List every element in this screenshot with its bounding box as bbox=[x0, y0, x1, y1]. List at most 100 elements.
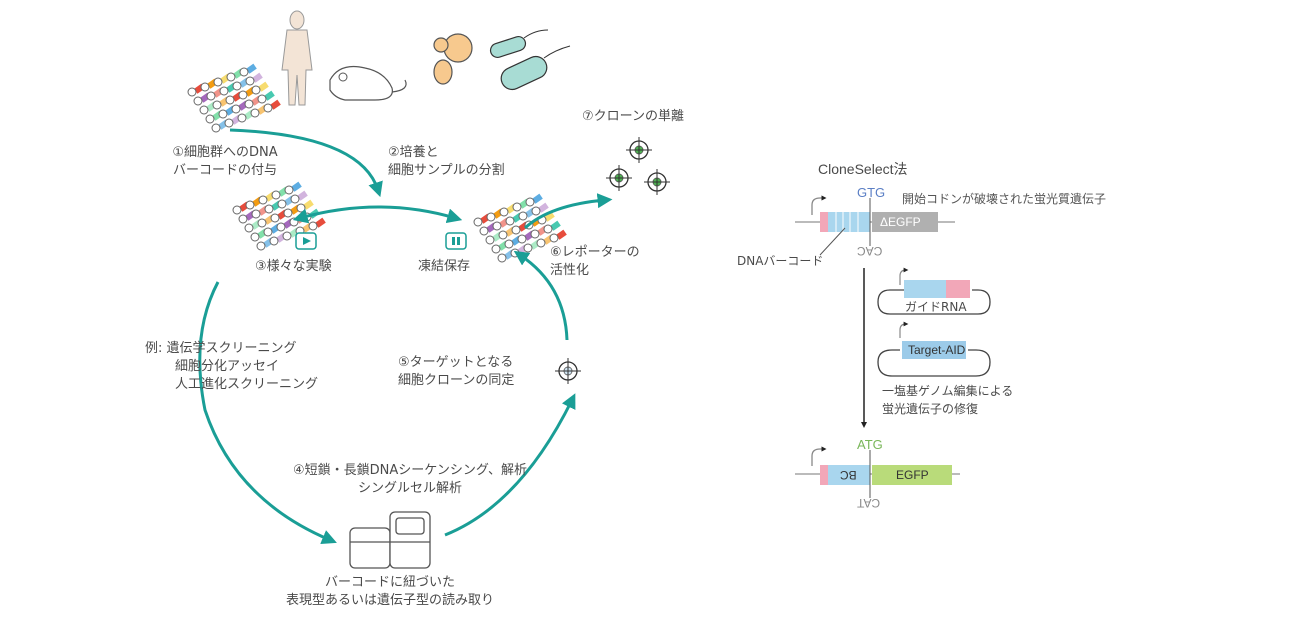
cell bbox=[543, 224, 553, 234]
cell bbox=[226, 72, 236, 82]
step4-label: ④短鎖・長鎖DNAシーケンシング、解析 シングルセル解析 bbox=[250, 462, 570, 498]
barcode-mark bbox=[556, 229, 567, 240]
pause-icon bbox=[445, 232, 467, 250]
cell bbox=[205, 114, 215, 124]
step6-label: ⑥レポーターの 活性化 bbox=[550, 244, 640, 280]
readout-line2: 表現型あるいは遺伝子型の読み取り bbox=[285, 593, 494, 608]
cell bbox=[284, 185, 294, 195]
cell bbox=[231, 104, 241, 114]
barcode-mark bbox=[303, 199, 314, 210]
barcode-mark bbox=[544, 211, 555, 222]
cell bbox=[213, 77, 223, 87]
cell bbox=[517, 234, 527, 244]
barcode-mark bbox=[538, 202, 549, 213]
guide-rna-plasmid bbox=[877, 267, 991, 315]
cell bbox=[219, 86, 229, 96]
barcode-mark bbox=[532, 193, 543, 204]
cell bbox=[518, 211, 528, 221]
cell bbox=[224, 118, 234, 128]
cell bbox=[479, 226, 489, 236]
step5-line1: ⑤ターゲットとなる bbox=[398, 355, 514, 370]
step1-line2: バーコードの付与 bbox=[172, 163, 277, 178]
cell bbox=[525, 197, 535, 207]
cell bbox=[250, 108, 260, 118]
cell bbox=[238, 90, 248, 100]
step2-line2: 細胞サンプルの分割 bbox=[388, 163, 505, 178]
cell bbox=[244, 223, 254, 233]
example-line1: 例: 遺伝学スクリーニング bbox=[145, 341, 297, 356]
edit-label: 一塩基ゲノム編集による 蛍光遺伝子の修復 bbox=[882, 382, 1013, 418]
edit-line2: 蛍光遺伝子の修復 bbox=[882, 402, 979, 416]
cell bbox=[232, 81, 242, 91]
cell bbox=[251, 85, 261, 95]
cell bbox=[485, 235, 495, 245]
guide-rna-label: ガイドRNA bbox=[905, 300, 967, 314]
cell bbox=[486, 212, 496, 222]
arrow-split-both bbox=[292, 205, 463, 224]
step1-label: ①細胞群へのDNA バーコードの付与 bbox=[160, 144, 290, 180]
broken-gene-name: ΔEGFP bbox=[880, 215, 921, 229]
barcode-mark bbox=[550, 220, 561, 231]
method-title: CloneSelect法 bbox=[818, 161, 908, 177]
step1-line1: ①細胞群へのDNA bbox=[172, 145, 278, 160]
cell bbox=[549, 233, 559, 243]
cell bbox=[277, 199, 287, 209]
cell bbox=[504, 239, 514, 249]
bc-label: BC bbox=[840, 468, 857, 482]
top-codon-reverse: CAC bbox=[857, 244, 883, 258]
cell bbox=[473, 217, 483, 227]
step7-label: ⑦クローンの単離 bbox=[582, 109, 685, 124]
cell bbox=[308, 221, 318, 231]
cell bbox=[193, 96, 203, 106]
cell bbox=[282, 231, 292, 241]
target-icon bbox=[555, 358, 581, 384]
cell bbox=[296, 203, 306, 213]
cell bbox=[511, 225, 521, 235]
cell bbox=[206, 91, 216, 101]
cell bbox=[199, 105, 209, 115]
step2-label: ②培養と 細胞サンプルの分割 bbox=[388, 144, 505, 180]
cell bbox=[510, 248, 520, 258]
cell bbox=[269, 236, 279, 246]
example-line2: 細胞分化アッセイ bbox=[175, 359, 280, 374]
cell bbox=[225, 95, 235, 105]
top-codon: GTG bbox=[857, 185, 886, 200]
arrow-left-arc bbox=[198, 281, 337, 544]
barcode-mark bbox=[252, 72, 263, 83]
cell bbox=[200, 82, 210, 92]
mouse-icon bbox=[329, 65, 407, 101]
egfp-label: EGFP bbox=[896, 468, 929, 482]
cell bbox=[498, 230, 508, 240]
cell bbox=[257, 94, 267, 104]
barcode-mark bbox=[291, 181, 302, 192]
step2-line1: ②培養と bbox=[388, 145, 439, 160]
bottom-codon-reverse: CAT bbox=[857, 496, 881, 510]
cell bbox=[187, 87, 197, 97]
cell bbox=[211, 123, 221, 133]
cell bbox=[250, 232, 260, 242]
arrow-right-arc bbox=[444, 393, 576, 537]
target-icon bbox=[555, 358, 581, 384]
cell bbox=[512, 202, 522, 212]
cell bbox=[232, 205, 242, 215]
play-icon bbox=[295, 232, 317, 250]
cell bbox=[505, 216, 515, 226]
cell bbox=[239, 67, 249, 77]
cell bbox=[276, 222, 286, 232]
barcode-label: DNAバーコード bbox=[737, 254, 824, 268]
step5-label: ⑤ターゲットとなる 細胞クローンの同定 bbox=[398, 354, 514, 390]
cell bbox=[283, 208, 293, 218]
repaired-construct bbox=[795, 446, 960, 498]
step5-line2: 細胞クローンの同定 bbox=[398, 373, 515, 388]
human-icon bbox=[281, 10, 313, 106]
target-aid-label: Target-AID bbox=[908, 343, 966, 357]
readout-line1: バーコードに紐づいた bbox=[324, 575, 455, 590]
cell bbox=[290, 194, 300, 204]
arrow-to-isolation bbox=[523, 193, 613, 230]
cell bbox=[499, 207, 509, 217]
arrow-step1-to-split bbox=[229, 128, 383, 198]
yeast-icon bbox=[433, 33, 473, 85]
cell bbox=[245, 76, 255, 86]
cell bbox=[264, 204, 274, 214]
